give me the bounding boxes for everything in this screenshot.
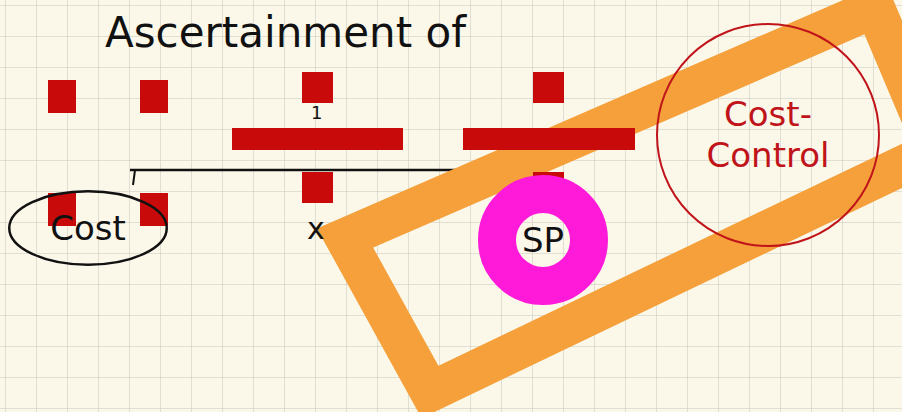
note-label: 1: [311, 104, 322, 122]
node-text-group: Cost-Control: [693, 94, 843, 176]
node-text-group: SP: [522, 220, 564, 261]
cost-control-circle: Cost-Control: [656, 23, 880, 247]
tick-mark: [133, 170, 135, 185]
title-text: Ascertainment of: [105, 8, 466, 57]
node-label: Cost-Control: [693, 94, 843, 176]
node-label: Cost: [50, 208, 126, 249]
fraction-line: [130, 169, 500, 172]
note-label: x: [307, 214, 325, 244]
node-label: SP: [522, 220, 564, 261]
sp-ring: SP: [478, 175, 608, 305]
cost-ellipse: Cost: [8, 190, 168, 266]
node-text-group: Cost: [50, 208, 126, 249]
highlight-box: [345, 8, 902, 392]
